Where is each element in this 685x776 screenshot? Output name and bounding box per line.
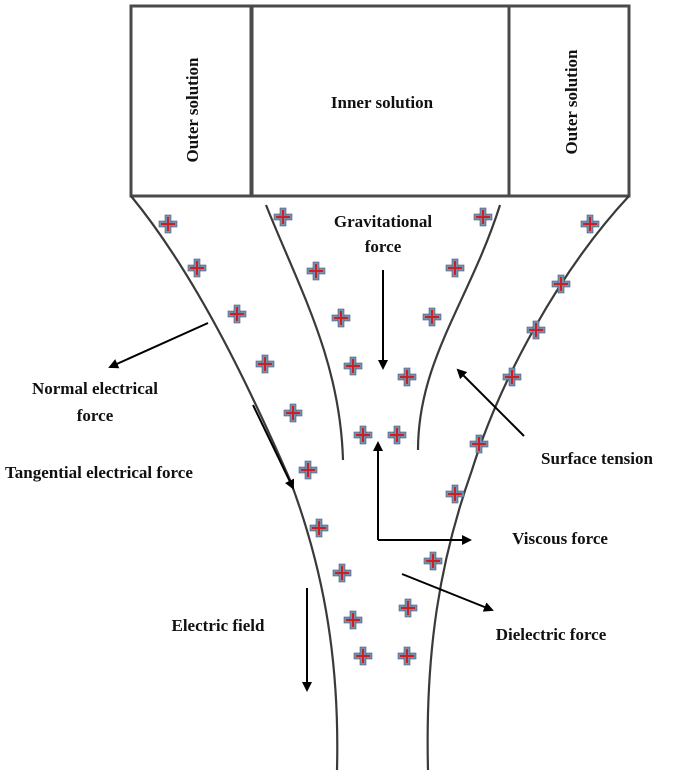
- viscous-force-label: Viscous force: [512, 529, 608, 548]
- positive-charge-icon: [397, 646, 417, 666]
- positive-charge-icon: [422, 307, 442, 327]
- positive-charge-icon: [158, 214, 178, 234]
- positive-charge-icon: [445, 484, 465, 504]
- positive-charge-icon: [387, 425, 407, 445]
- positive-charge-icon: [273, 207, 293, 227]
- electric-field-label: Electric field: [172, 616, 266, 635]
- positive-charge-icon: [469, 434, 489, 454]
- positive-charge-icon: [343, 356, 363, 376]
- positive-charge-icon: [332, 563, 352, 583]
- positive-charge-icon: [353, 425, 373, 445]
- inner-solution-label: Inner solution: [331, 93, 434, 112]
- gravitational-force-label-line1: Gravitational: [334, 212, 432, 231]
- positive-charge-icon: [306, 261, 326, 281]
- inner-solution-box: [250, 4, 511, 198]
- normal-electrical-force-arrow: [108, 322, 209, 369]
- positive-charge-icon: [551, 274, 571, 294]
- positive-charge-icon: [227, 304, 247, 324]
- positive-charge-icon: [255, 354, 275, 374]
- positive-charge-icon: [526, 320, 546, 340]
- positive-charge-icon: [283, 403, 303, 423]
- positive-charge-icon: [298, 460, 318, 480]
- dielectric-force-arrow: [401, 573, 494, 612]
- positive-charge-icon: [397, 367, 417, 387]
- normal-electrical-force-label-line1: Normal electrical: [32, 379, 158, 398]
- surface-tension-label: Surface tension: [541, 449, 653, 468]
- positive-charge-icon: [502, 367, 522, 387]
- tangential-electrical-force-arrow: [252, 404, 295, 490]
- inner-cone-left-wall: [264, 204, 345, 461]
- normal-electrical-force-label-line2: force: [77, 406, 114, 425]
- tangential-electrical-force-label: Tangential electrical force: [5, 463, 193, 482]
- dielectric-force-label: Dielectric force: [496, 625, 607, 644]
- surface-tension-arrow: [456, 368, 525, 437]
- positive-charge-icon: [473, 207, 493, 227]
- outer-solution-left-box: [129, 4, 253, 198]
- inner-cone-right-wall: [416, 204, 502, 451]
- positive-charge-icon: [423, 551, 443, 571]
- positive-charge-icon: [353, 646, 373, 666]
- positive-charge-icon: [187, 258, 207, 278]
- outer-solution-right-label: Outer solution: [562, 49, 581, 155]
- positive-charge-icon: [309, 518, 329, 538]
- outer-solution-right-box: [507, 4, 631, 198]
- charge-markers: [158, 207, 600, 666]
- outer-jet-right-wall: [426, 195, 630, 771]
- positive-charge-icon: [331, 308, 351, 328]
- positive-charge-icon: [398, 598, 418, 618]
- gravitational-force-label-line2: force: [365, 237, 402, 256]
- positive-charge-icon: [580, 214, 600, 234]
- outer-solution-left-label: Outer solution: [183, 57, 202, 163]
- positive-charge-icon: [343, 610, 363, 630]
- positive-charge-icon: [445, 258, 465, 278]
